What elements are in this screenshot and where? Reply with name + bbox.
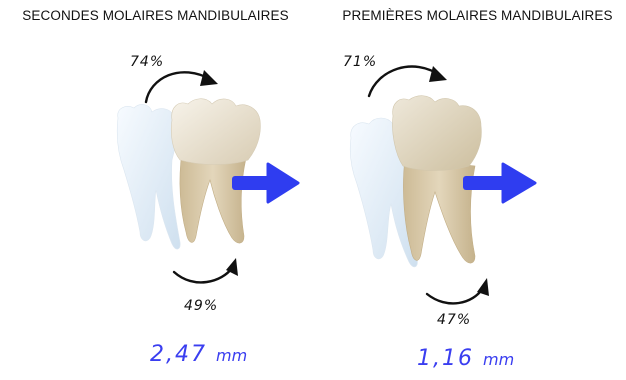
measure-label: 2,47 mm [150,342,247,367]
bottom-curved-arrow [174,268,232,282]
measure-unit: mm [483,350,514,369]
panel-first-molars: PREMIÈRES MOLAIRES MANDIBULAIRES [313,0,626,380]
measure-label: 1,16 mm [417,346,514,371]
top-curved-arrow-head [200,70,218,86]
measure-unit: mm [216,346,247,365]
top-curved-arrow [146,72,212,102]
ghost-tooth [117,105,180,250]
moved-tooth [171,99,260,243]
panel-second-molars: SECONDES MOLAIRES MANDIBULAIRES [0,0,313,380]
top-percent-label: 74% [130,54,164,70]
bottom-percent-label: 47% [437,312,471,328]
top-percent-label: 71% [343,54,377,70]
measure-value: 2,47 [150,342,207,367]
measure-value: 1,16 [417,346,474,371]
bottom-curved-arrow [427,288,483,303]
bottom-percent-label: 49% [184,298,218,314]
top-curved-arrow-head [429,66,447,82]
